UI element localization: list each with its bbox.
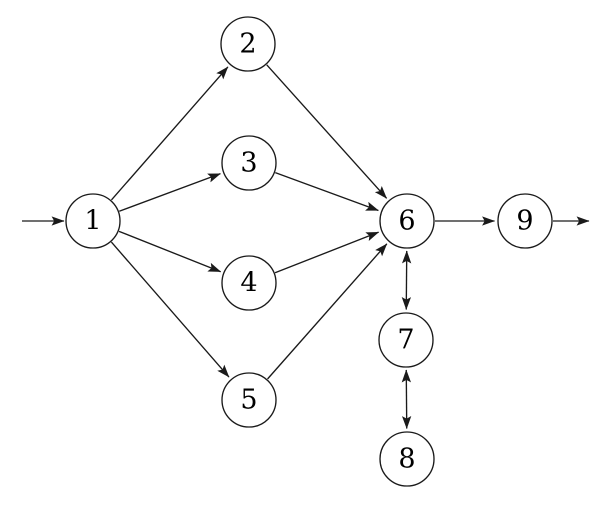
node-circle-9 (497, 193, 553, 249)
node-3[interactable]: 3 (221, 135, 277, 191)
node-4[interactable]: 4 (221, 255, 277, 311)
node-label-2: 2 (239, 29, 256, 60)
node-circle-7 (378, 312, 434, 368)
node-circle-5 (221, 372, 277, 428)
node-1[interactable]: 1 (65, 193, 121, 249)
edge-2-to-6 (266, 64, 388, 199)
node-circle-3 (221, 135, 277, 191)
node-circle-4 (221, 255, 277, 311)
node-7[interactable]: 7 (378, 312, 434, 368)
node-2[interactable]: 2 (220, 16, 276, 72)
edge-1-to-2 (110, 66, 229, 201)
edge-1-to-5 (110, 241, 230, 378)
edge-5-to-6 (267, 243, 388, 380)
node-label-5: 5 (240, 385, 257, 416)
edges-layer (22, 64, 590, 430)
node-circle-6 (379, 193, 435, 249)
node-6[interactable]: 6 (379, 193, 435, 249)
edge-3-to-6 (275, 172, 379, 212)
nodes-layer: 1 2 3 4 5 6 7 8 9 (65, 16, 553, 487)
node-label-3: 3 (240, 148, 257, 179)
node-label-4: 4 (240, 268, 257, 299)
edge-1-to-3 (119, 172, 221, 212)
node-label-9: 9 (516, 206, 533, 237)
node-circle-8 (379, 431, 435, 487)
node-label-8: 8 (398, 444, 415, 475)
node-8[interactable]: 8 (379, 431, 435, 487)
node-9[interactable]: 9 (497, 193, 553, 249)
edge-4-to-6 (274, 231, 380, 274)
node-circle-1 (65, 193, 121, 249)
node-5[interactable]: 5 (221, 372, 277, 428)
node-circle-2 (220, 16, 276, 72)
node-label-7: 7 (397, 325, 414, 356)
node-label-1: 1 (84, 206, 101, 237)
node-label-6: 6 (398, 206, 415, 237)
edge-1-to-4 (118, 230, 222, 273)
